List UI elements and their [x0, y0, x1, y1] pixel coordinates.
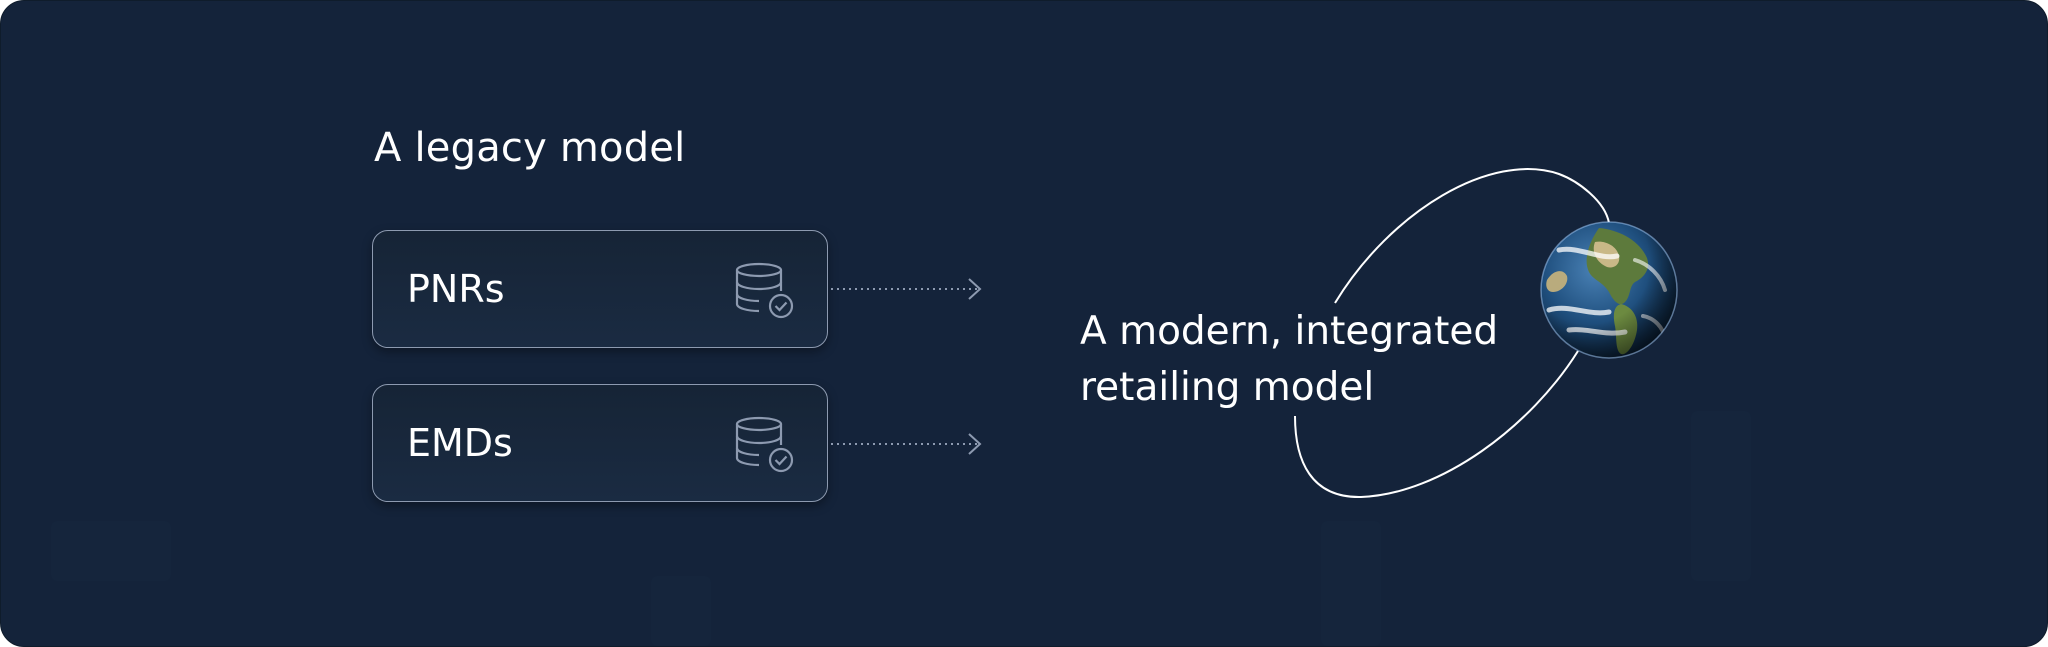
background-block [1691, 411, 1751, 581]
card-label: EMDs [407, 421, 513, 465]
emds-card: EMDs [372, 384, 828, 502]
database-check-icon [735, 416, 794, 473]
modern-model-line: A modern, integrated [1080, 309, 1499, 354]
orbit-line [1294, 168, 1610, 499]
dotted-arrow-icon [831, 433, 982, 455]
pnrs-card: PNRs [372, 230, 828, 348]
legacy-model-title: A legacy model [374, 125, 686, 171]
modern-model-line: retailing model [1080, 365, 1375, 410]
background-block [51, 521, 171, 581]
background-block [651, 576, 711, 646]
card-label: PNRs [407, 267, 505, 311]
modern-model-label: A modern, integrated retailing model [1080, 304, 1498, 416]
database-check-icon [735, 262, 794, 319]
background-block [1321, 521, 1381, 646]
dotted-arrow-icon [831, 278, 982, 300]
earth-globe-icon [1540, 221, 1678, 359]
